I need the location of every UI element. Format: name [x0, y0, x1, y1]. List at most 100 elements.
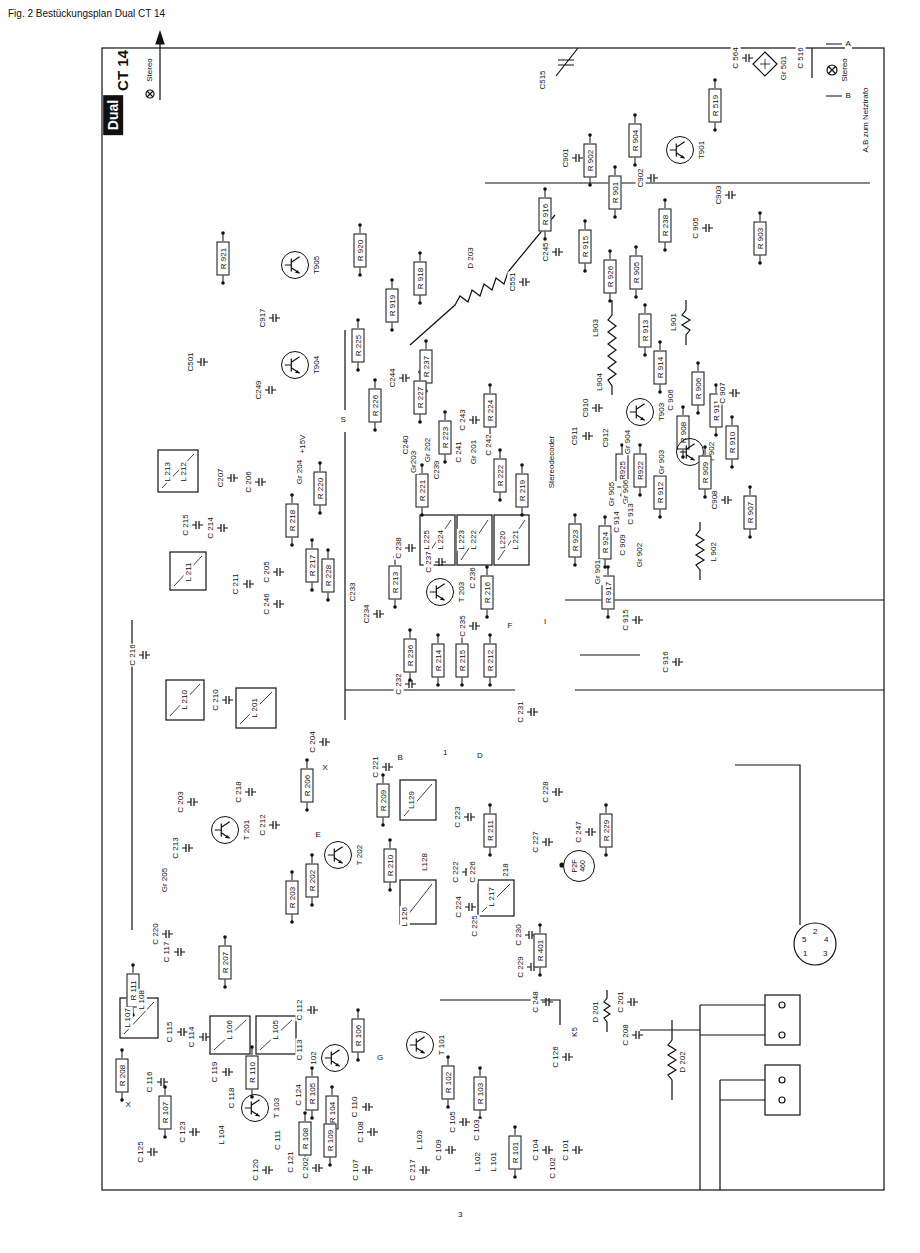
capacitor-label: C 125	[135, 1140, 145, 1163]
solder-pad	[658, 390, 662, 394]
coil-symbol	[682, 300, 690, 345]
part-label: L 105	[271, 1019, 281, 1041]
part-label: L903	[591, 318, 601, 338]
part-label: R 206	[302, 774, 313, 796]
solder-pad	[604, 853, 608, 857]
capacitor-label: C 110	[350, 1096, 360, 1119]
solder-pad	[443, 460, 447, 464]
capacitor-symbol	[464, 813, 475, 821]
solder-pad	[328, 1163, 332, 1167]
connector-pin	[779, 1032, 785, 1038]
part-label: R 401	[535, 939, 546, 961]
capacitor-symbol	[192, 521, 203, 529]
part-label: L904	[595, 372, 605, 392]
capacitor-label: C244	[387, 367, 397, 388]
solder-pad	[318, 511, 322, 515]
resistor-symbol: R 108	[299, 1121, 312, 1155]
part-label: R 226	[370, 394, 381, 416]
capacitor-symbol	[139, 651, 150, 659]
capacitor-label: C 218	[233, 780, 243, 803]
resistor-symbol: R 228	[322, 558, 335, 592]
capacitor-symbol	[262, 1166, 273, 1174]
part-label: B	[845, 91, 852, 101]
resistor-symbol: R 918	[414, 261, 427, 295]
connector-pin	[779, 1002, 785, 1008]
capacitor-symbol	[182, 844, 193, 852]
solder-pad	[588, 133, 592, 137]
capacitor-symbol	[721, 496, 732, 504]
capacitor-label: C 221	[370, 755, 380, 778]
solder-pad	[606, 615, 610, 619]
capacitor-label: C 227	[530, 830, 540, 853]
choke-coil	[604, 990, 610, 1032]
capacitor-label: C 916	[660, 650, 670, 673]
part-label: C 226	[467, 860, 477, 883]
solder-pad	[543, 187, 547, 191]
part-label: R 907	[745, 501, 756, 523]
part-label: Gr 901	[593, 559, 603, 585]
capacitor-label: C 228	[540, 780, 550, 803]
part-label: C 111	[273, 1129, 283, 1151]
solder-pad	[318, 461, 322, 465]
transistor-glyph	[242, 1095, 268, 1121]
resistor-symbol: R 229	[600, 813, 613, 847]
solder-pad	[573, 563, 577, 567]
part-label: R 920	[355, 239, 366, 261]
capacitor-label: C 126	[550, 1045, 560, 1068]
solder-pad	[420, 513, 424, 517]
solder-pad	[485, 615, 489, 619]
solder-pad	[608, 299, 612, 303]
solder-pad	[330, 1085, 334, 1089]
part-label: 4	[823, 935, 829, 945]
part-label: R 211	[485, 819, 496, 841]
solder-pad	[488, 803, 492, 807]
part-label: R 215	[457, 649, 468, 671]
connector-block	[765, 1065, 800, 1115]
solder-pad	[303, 1111, 307, 1115]
capacitor-label: C207	[215, 467, 225, 488]
capacitor-label: C 210	[210, 688, 220, 711]
transistor-symbol: T903	[626, 398, 654, 426]
capacitor-label: C551	[507, 271, 517, 292]
emitter-arrow	[640, 417, 645, 420]
solder-pad	[163, 1135, 167, 1139]
solder-pad	[638, 443, 642, 447]
part-label: R 237	[421, 355, 432, 377]
capacitor-symbol	[362, 1166, 373, 1174]
solder-pad	[418, 301, 422, 305]
capacitor-label: C 115	[165, 1021, 175, 1044]
emitter-arrow	[690, 457, 695, 460]
solder-pad	[658, 340, 662, 344]
resistor-symbol: R 106	[352, 1018, 365, 1052]
capacitor-label: C 231	[515, 700, 525, 723]
part-label: 3	[457, 1210, 463, 1220]
transistor-leads	[285, 357, 300, 374]
part-label: C 516	[795, 46, 805, 69]
part-label: C 909	[617, 533, 627, 556]
transistor-glyph	[282, 352, 308, 378]
solder-pad	[221, 281, 225, 285]
part-label: Gr 201	[469, 439, 479, 465]
capacitor-symbol	[197, 358, 208, 366]
capacitor-label: C245	[540, 241, 550, 262]
emitter-arrow	[440, 597, 445, 600]
connector-block	[765, 995, 800, 1045]
capacitor-label: C 114	[187, 1026, 197, 1049]
resistor-symbol: R 220	[314, 471, 327, 505]
solder-pad	[663, 198, 667, 202]
capacitor-label: C 232	[393, 672, 403, 695]
capacitor-label: C 224	[453, 895, 463, 918]
capacitor-label: C 108	[355, 1120, 365, 1143]
resistor-symbol: R 919	[386, 288, 399, 322]
part-label: R 915	[580, 235, 591, 257]
part-label: K5	[570, 1026, 580, 1038]
board-frame	[102, 48, 884, 1190]
resistor-symbol: R 909	[699, 455, 712, 489]
part-label: L 222	[469, 529, 479, 551]
part-label: R 105	[307, 1082, 318, 1104]
solder-pad	[310, 853, 314, 857]
capacitor-symbol	[307, 1006, 318, 1014]
capacitor-label: C 203	[175, 790, 185, 813]
resistor-symbol: R 103	[474, 1076, 487, 1110]
resistor-symbol: R 213	[389, 565, 402, 599]
